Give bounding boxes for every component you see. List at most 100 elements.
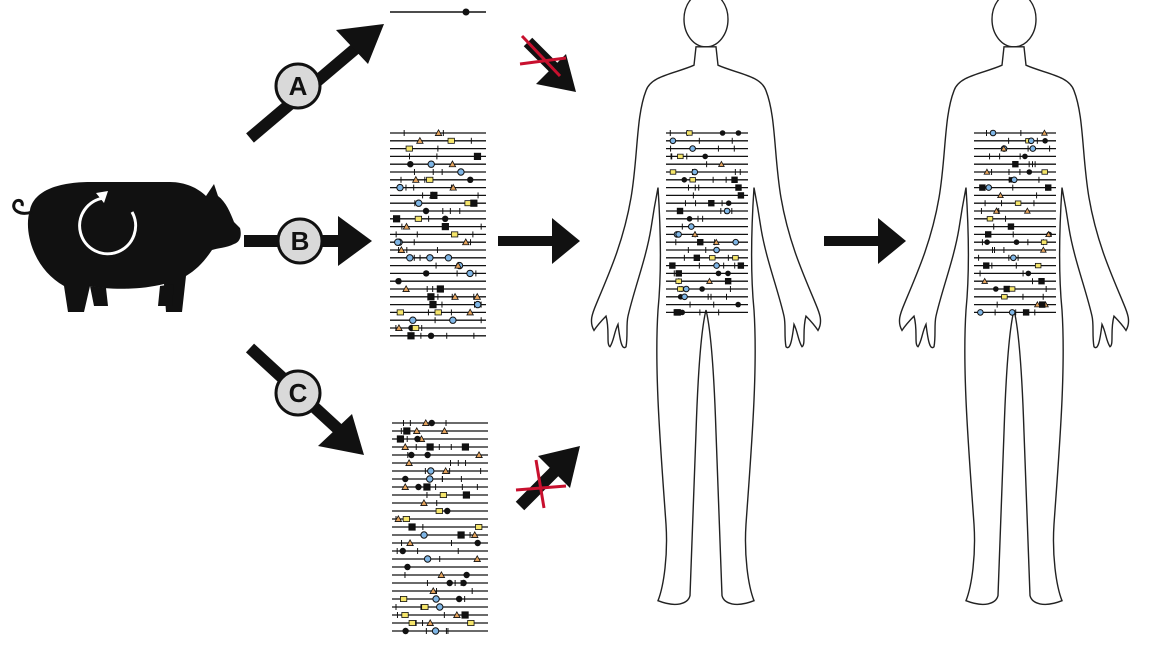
- marker: [400, 548, 406, 554]
- marker: [720, 130, 726, 136]
- marker: [733, 239, 739, 245]
- marker: [415, 484, 421, 490]
- svg-text:B: B: [291, 226, 310, 256]
- marker: [404, 564, 410, 570]
- marker: [421, 532, 427, 538]
- marker: [409, 620, 415, 625]
- marker: [987, 217, 993, 221]
- marker: [456, 596, 462, 602]
- marker: [448, 138, 454, 143]
- marker: [476, 524, 482, 529]
- marker: [678, 287, 684, 291]
- marker: [432, 628, 438, 634]
- marker: [1009, 287, 1015, 291]
- marker: [408, 333, 414, 339]
- marker: [1039, 278, 1045, 284]
- marker: [395, 278, 401, 284]
- svg-text:A: A: [289, 71, 308, 101]
- marker: [475, 540, 481, 546]
- marker: [407, 161, 413, 167]
- marker: [1013, 161, 1019, 167]
- marker: [462, 612, 468, 618]
- marker: [402, 476, 408, 482]
- marker: [393, 216, 399, 222]
- marker: [451, 232, 457, 237]
- marker: [1039, 302, 1045, 308]
- marker: [1011, 255, 1017, 261]
- marker: [985, 232, 991, 238]
- marker: [428, 333, 434, 339]
- marker: [460, 580, 466, 586]
- marker: [733, 256, 739, 260]
- marker: [690, 146, 696, 152]
- marker: [980, 185, 986, 191]
- marker: [1022, 154, 1028, 160]
- marker: [670, 263, 676, 269]
- marker: [427, 444, 433, 450]
- marker: [699, 286, 705, 292]
- marker: [690, 178, 696, 182]
- marker: [423, 208, 429, 214]
- marker: [1015, 201, 1021, 205]
- marker: [424, 452, 430, 458]
- blocked-arrow-c: [520, 446, 580, 506]
- gene-panel-b: [390, 130, 486, 339]
- marker: [683, 286, 689, 292]
- marker: [676, 232, 682, 238]
- marker: [725, 271, 731, 277]
- marker: [442, 223, 448, 229]
- marker: [468, 620, 474, 625]
- marker: [694, 255, 700, 261]
- marker: [670, 170, 676, 174]
- marker: [681, 177, 687, 183]
- marker: [402, 628, 408, 634]
- marker: [990, 130, 996, 136]
- marker: [1045, 185, 1051, 191]
- marker: [407, 255, 413, 261]
- marker: [427, 177, 433, 182]
- marker: [446, 580, 452, 586]
- marker: [467, 270, 473, 276]
- marker: [1008, 224, 1014, 230]
- marker: [440, 492, 446, 497]
- marker: [732, 177, 738, 183]
- marker: [687, 216, 693, 222]
- marker: [724, 208, 730, 214]
- marker: [1023, 310, 1029, 316]
- gene-panel-c: [392, 420, 488, 634]
- marker: [431, 192, 437, 198]
- marker: [435, 310, 441, 315]
- marker: [422, 604, 428, 609]
- marker: [402, 612, 408, 617]
- marker: [444, 508, 450, 514]
- marker: [709, 200, 715, 206]
- marker: [993, 286, 999, 292]
- route-label-a: A: [276, 64, 320, 108]
- marker: [436, 508, 442, 513]
- marker: [725, 278, 731, 284]
- human-silhouette-icon: [591, 0, 820, 604]
- marker: [738, 193, 744, 199]
- arrow-to-recipient: [498, 218, 580, 264]
- marker: [424, 484, 430, 490]
- marker: [433, 596, 439, 602]
- marker: [427, 255, 433, 261]
- marker: [692, 169, 698, 175]
- marker: [437, 604, 443, 610]
- marker: [1014, 239, 1020, 245]
- marker: [702, 154, 708, 160]
- marker: [412, 325, 418, 330]
- marker: [682, 294, 688, 300]
- marker: [1011, 177, 1017, 183]
- arrow-to-outcome: [824, 218, 906, 264]
- marker: [1041, 240, 1047, 244]
- marker: [978, 310, 984, 316]
- marker: [1026, 271, 1032, 277]
- marker: [414, 436, 420, 442]
- marker: [678, 154, 684, 158]
- marker: [475, 301, 481, 307]
- marker: [984, 239, 990, 245]
- marker: [403, 516, 409, 521]
- marker: [416, 200, 422, 206]
